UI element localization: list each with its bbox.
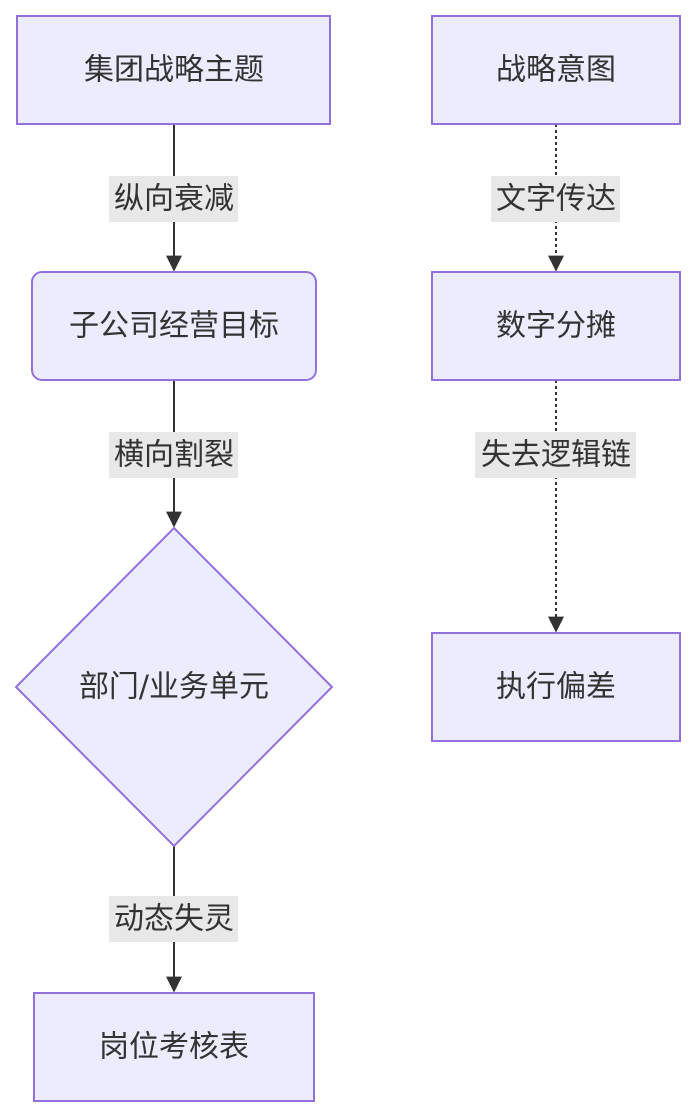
node-label-strategic-intent: 战略意图 [496,53,616,88]
node-label-execution-deviation: 执行偏差 [496,670,616,705]
node-label-numeric-allocation: 数字分摊 [496,309,616,344]
node-label-department-unit: 部门/业务单元 [79,670,269,705]
edge-subsidiary-to-department: 横向割裂 [109,380,238,528]
edge-label-vertical-decay: 纵向衰减 [114,182,234,217]
node-label-subsidiary-goal: 子公司经营目标 [69,309,279,344]
edge-label-dynamic-failure: 动态失灵 [114,902,234,937]
node-numeric-allocation: 数字分摊 [431,271,681,381]
edge-department-to-assessment: 动态失灵 [109,846,238,993]
edge-label-lost-logic-chain: 失去逻辑链 [481,438,631,473]
edge-theme-to-subsidiary: 纵向衰减 [109,124,238,272]
node-execution-deviation: 执行偏差 [431,632,681,742]
edge-label-horizontal-split: 横向割裂 [114,438,234,473]
node-subsidiary-goal: 子公司经营目标 [31,271,317,381]
node-group-theme: 集团战略主题 [16,15,331,125]
edge-intent-to-allocation: 文字传达 [491,124,620,272]
node-label-job-assessment: 岗位考核表 [99,1030,249,1065]
edge-allocation-to-deviation: 失去逻辑链 [475,380,636,633]
edge-label-text-transmission: 文字传达 [496,182,616,217]
node-label-group-theme: 集团战略主题 [84,53,264,88]
node-department-unit: 部门/业务单元 [14,526,334,848]
node-job-assessment: 岗位考核表 [33,992,315,1102]
node-strategic-intent: 战略意图 [431,15,681,125]
